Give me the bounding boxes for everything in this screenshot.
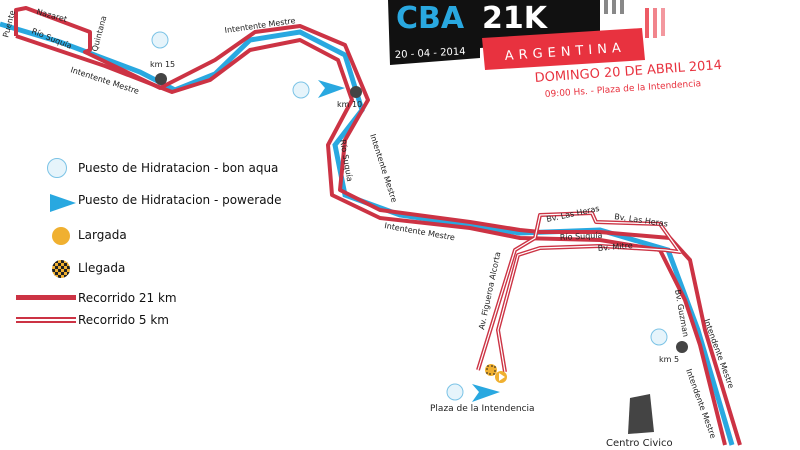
- km5-label: km 5: [659, 355, 679, 364]
- bon-aqua-icon: [47, 158, 67, 178]
- bon-aqua-icon: [292, 81, 310, 99]
- route-5km-swatch: [16, 317, 76, 323]
- km15-marker: [155, 73, 167, 85]
- street-label: Quintana: [90, 15, 108, 53]
- legend-label: Llegada: [78, 261, 126, 275]
- bon-aqua-icon: [446, 383, 464, 401]
- km15-label: km 15: [150, 60, 175, 69]
- street-label: Nazaret: [35, 7, 67, 24]
- plaza-label: Plaza de la Intendencia: [430, 404, 535, 414]
- km5-marker: [676, 341, 688, 353]
- street-label: Bv. Las Heras: [614, 212, 669, 228]
- centro-civico-icon: [628, 394, 654, 434]
- route-21km: [14, 6, 742, 446]
- powerade-icon: [318, 80, 345, 98]
- legend-label: Puesto de Hidratacion - powerade: [78, 193, 282, 207]
- street-label: Bv. Mitre: [597, 241, 633, 253]
- route-21km-swatch: [16, 295, 76, 300]
- bon-aqua-icon: [151, 31, 169, 49]
- km10-label: km 10: [337, 100, 362, 109]
- legend-label: Recorrido 21 km: [78, 291, 177, 305]
- bon-aqua-icon: [650, 328, 668, 346]
- km10-marker: [350, 86, 362, 98]
- legend-label: Largada: [78, 228, 127, 242]
- street-label: Intentente Mestre: [368, 133, 399, 204]
- start-icon: [52, 227, 70, 245]
- event-logo: CBA 21K 20 - 04 - 2014 ARGENTINA: [388, 0, 665, 70]
- svg-text:21K: 21K: [482, 1, 549, 36]
- finish-icon: [485, 364, 497, 376]
- street-label: Río Suquía: [560, 231, 603, 242]
- legend-label: Puesto de Hidratacion - bon aqua: [78, 161, 279, 175]
- date-short: 20 - 04 - 2014: [395, 46, 466, 61]
- legend-label: Recorrido 5 km: [78, 313, 169, 327]
- street-label: Bv. Las Heras: [546, 204, 601, 224]
- svg-text:CBA: CBA: [396, 1, 465, 36]
- finish-icon: [52, 260, 70, 278]
- route-5km-inner: [477, 212, 682, 373]
- centro-civico-label: Centro Civico: [606, 438, 673, 449]
- route-21km-return: [15, 34, 727, 446]
- powerade-icon: [50, 194, 76, 212]
- powerade-icon: [472, 384, 500, 402]
- street-label: Av. Figueroa Alcorta: [477, 251, 502, 331]
